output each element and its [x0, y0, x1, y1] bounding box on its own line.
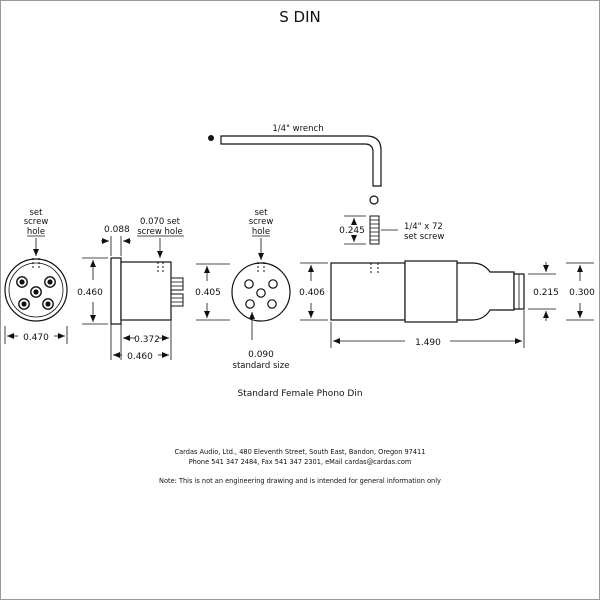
dim-0405: 0.405: [195, 288, 221, 298]
footer-contact: Phone 541 347 2484, Fax 541 347 2301, eM…: [189, 458, 412, 466]
standard-size-label: standard size: [233, 361, 290, 371]
front-view-pins: [4, 258, 68, 322]
side-view-body: [110, 257, 184, 325]
footer-address: Cardas Audio, Ltd., 480 Eleventh Street,…: [175, 448, 426, 456]
set-screw-hole-label-3c: hole: [252, 227, 270, 237]
dim-0470: 0.470: [23, 333, 49, 343]
set-screw-hole-label-2a: 0.070 set: [140, 217, 181, 227]
dim-0300: 0.300: [569, 288, 595, 298]
wrench-label: 1/4" wrench: [272, 124, 323, 134]
set-screw-icon: [369, 195, 380, 245]
page-title: S DIN: [279, 8, 320, 26]
dim-0245: 0.245: [339, 226, 365, 236]
dim-0215: 0.215: [533, 288, 559, 298]
set-screw-spec-line2: set screw: [404, 232, 444, 242]
dim-1490: 1.490: [415, 338, 441, 348]
dim-0372: 0.372: [134, 335, 160, 345]
set-screw-hole-label-3b: screw: [249, 217, 274, 227]
standard-size-value: 0.090: [248, 350, 274, 360]
dim-0088: 0.088: [104, 225, 130, 235]
drawing-caption: Standard Female Phono Din: [237, 389, 362, 399]
plug-side-view: [330, 260, 525, 323]
dim-0460-side: 0.460: [77, 288, 103, 298]
set-screw-hole-label-2b: screw hole: [137, 227, 182, 237]
wrench-icon: [208, 135, 382, 187]
set-screw-spec-line1: 1/4" x 72: [404, 222, 443, 232]
set-screw-hole-label-1b: screw: [24, 217, 49, 227]
set-screw-hole-label-3a: set: [255, 208, 269, 218]
dim-0460-bottom: 0.460: [127, 352, 153, 362]
footer-note: Note: This is not an engineering drawing…: [159, 477, 441, 485]
female-face-view: [231, 262, 291, 322]
set-screw-hole-label-1c: hole: [27, 227, 45, 237]
dim-0406: 0.406: [299, 288, 325, 298]
set-screw-hole-label-1a: set: [30, 208, 44, 218]
